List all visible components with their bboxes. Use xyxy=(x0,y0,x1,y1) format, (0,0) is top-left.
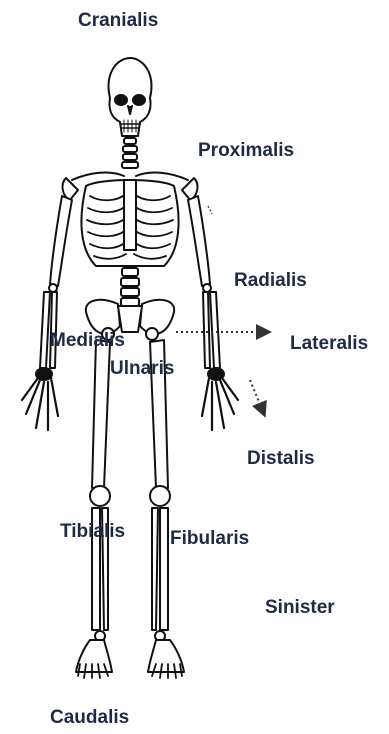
left-arm xyxy=(22,196,72,430)
cervical-spine xyxy=(122,138,138,168)
label-medialis: Medialis xyxy=(50,330,125,352)
skull xyxy=(109,58,152,136)
label-fibularis: Fibularis xyxy=(170,528,249,550)
label-tibialis: Tibialis xyxy=(60,521,125,543)
label-lateralis: Lateralis xyxy=(290,333,368,355)
rib-cage xyxy=(81,180,178,266)
lumbar-spine xyxy=(121,268,139,306)
label-proximalis: Proximalis xyxy=(198,140,294,162)
distal-arrow xyxy=(250,380,264,414)
right-leg xyxy=(148,340,184,678)
label-distalis: Distalis xyxy=(247,448,315,470)
right-arm xyxy=(188,196,238,430)
label-cranialis: Cranialis xyxy=(78,10,158,32)
proximal-tick xyxy=(208,206,212,214)
label-ulnaris: Ulnaris xyxy=(110,358,174,380)
left-leg xyxy=(76,340,112,678)
label-caudalis: Caudalis xyxy=(50,707,129,729)
label-sinister: Sinister xyxy=(265,597,335,619)
label-radialis: Radialis xyxy=(234,270,307,292)
